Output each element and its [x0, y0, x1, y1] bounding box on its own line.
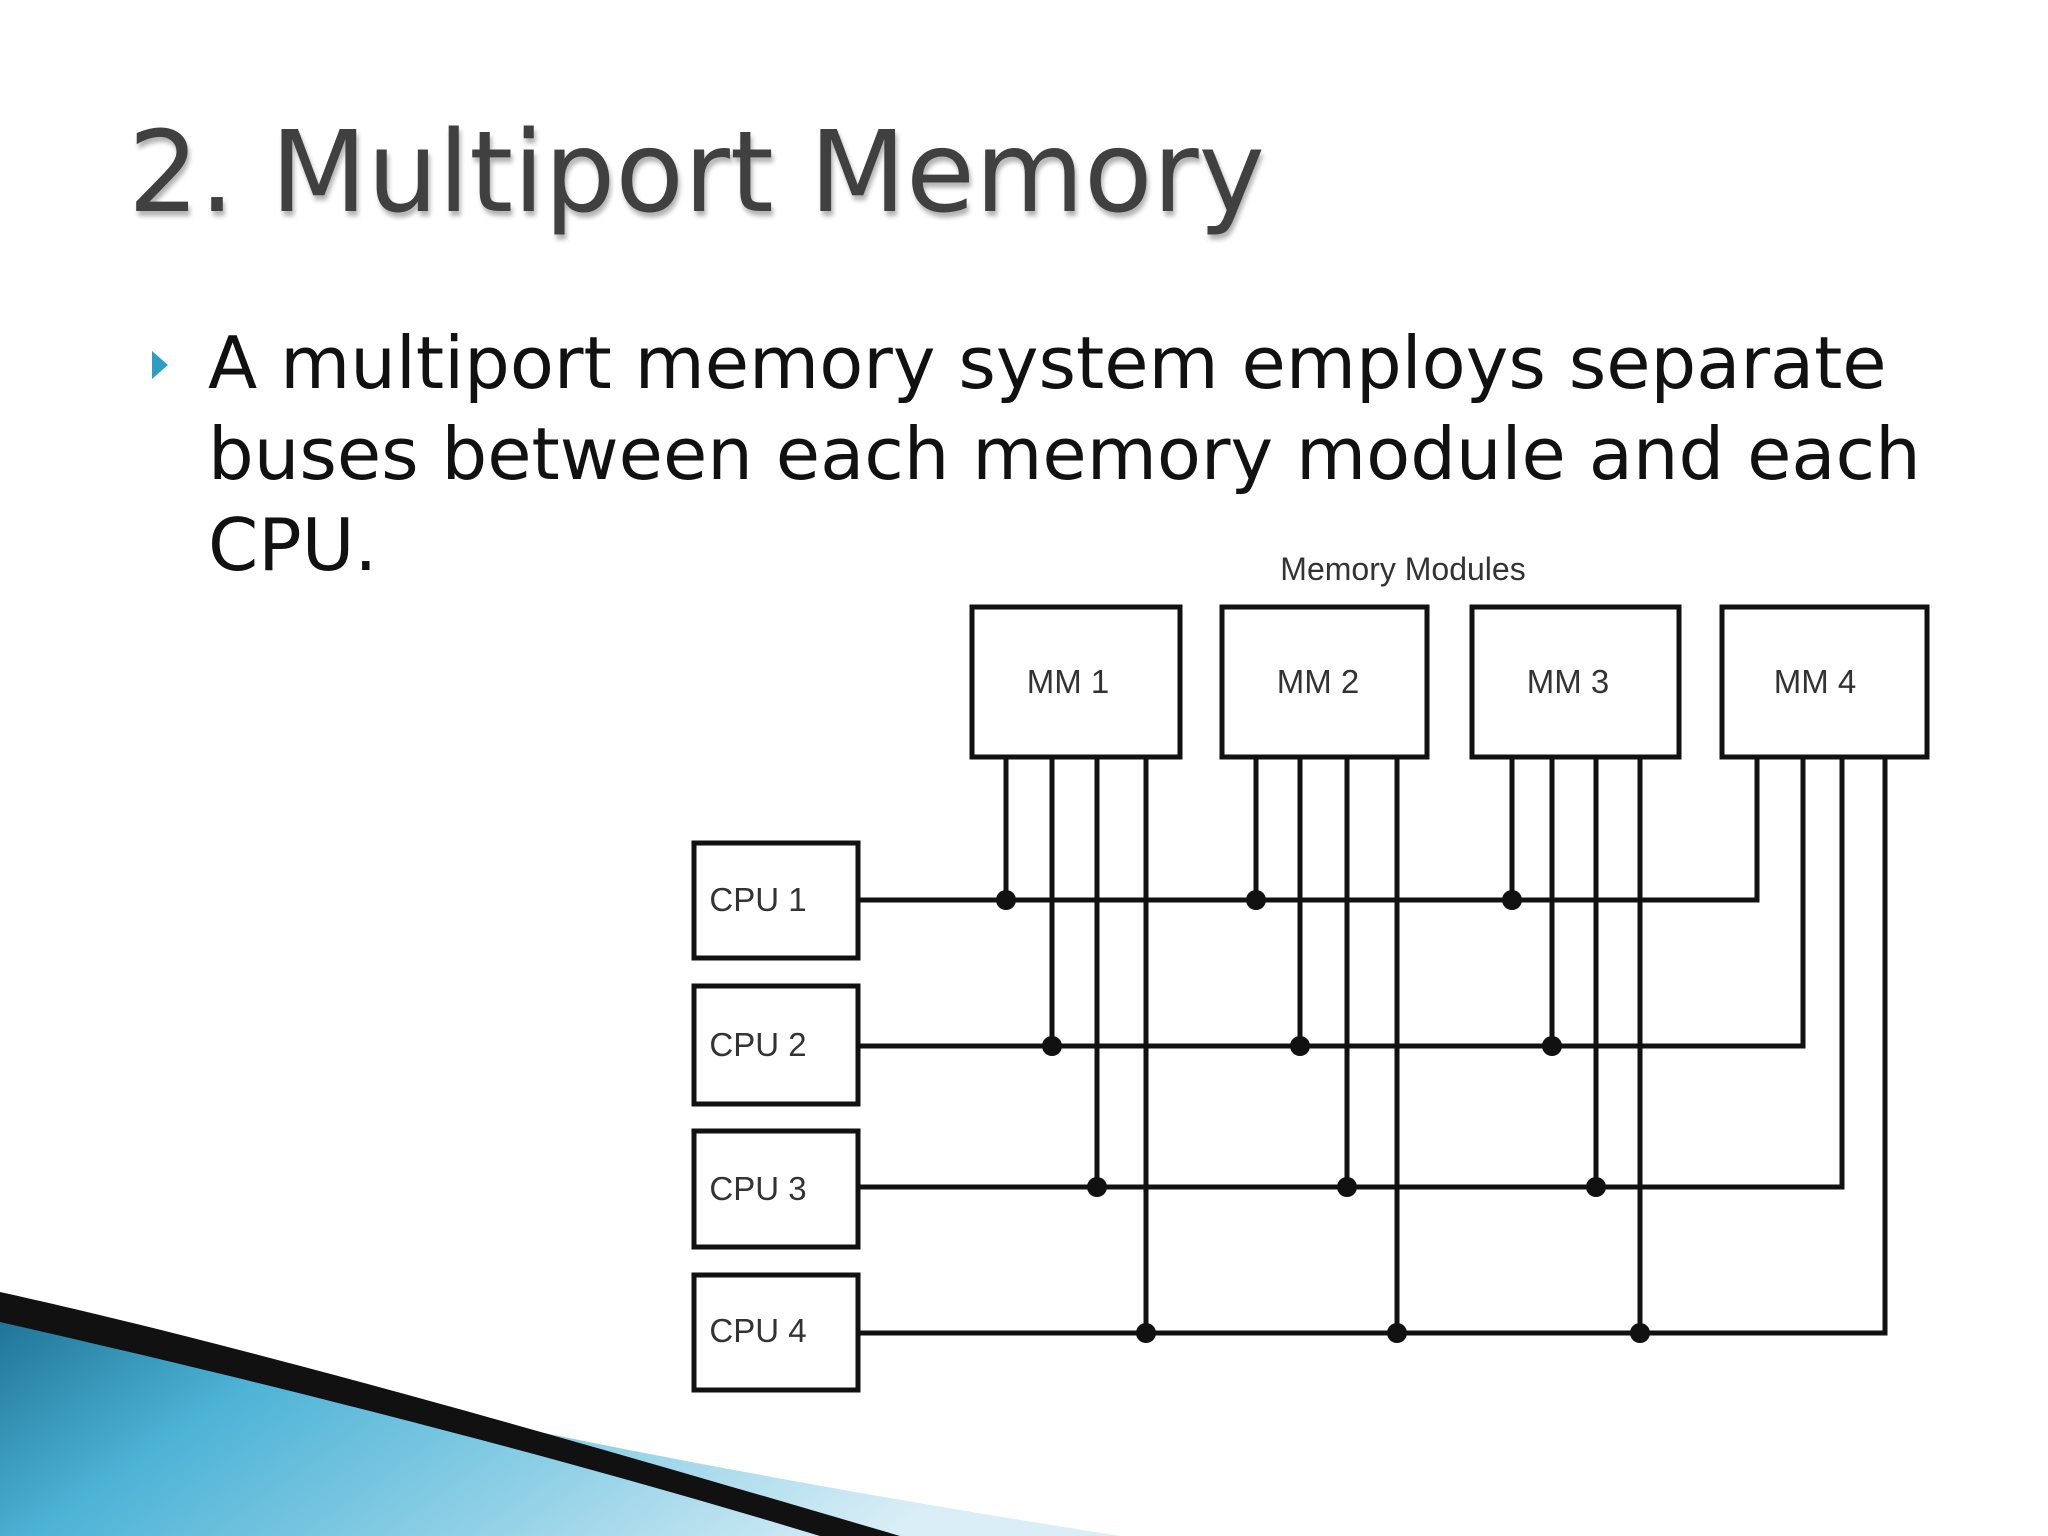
junction-dot	[1630, 1323, 1650, 1343]
junction-dot	[1387, 1323, 1407, 1343]
memory-module-label: MM 2	[1277, 663, 1360, 700]
bullet-list: A multiport memory system employs separa…	[140, 318, 1960, 591]
cpu-box	[691, 1128, 861, 1250]
cpu-box	[691, 1272, 861, 1393]
memory-module-box	[969, 604, 1183, 760]
junction-dot	[1136, 1323, 1156, 1343]
cpu-label: CPU 3	[709, 1170, 806, 1207]
junction-dot	[1290, 1036, 1310, 1056]
bus-junctions	[996, 890, 1650, 1343]
junction-dot	[1246, 890, 1266, 910]
memory-module-boxes	[969, 604, 1930, 760]
memory-module-label: MM 4	[1774, 663, 1857, 700]
bullet-item: A multiport memory system employs separa…	[140, 318, 1960, 591]
memory-modules-caption: Memory Modules	[1280, 551, 1525, 587]
memory-module-label: MM 3	[1527, 663, 1610, 700]
junction-dot	[1087, 1177, 1107, 1197]
junction-dot	[1042, 1036, 1062, 1056]
memory-module-box	[1469, 604, 1682, 760]
cpu-boxes	[691, 840, 861, 1393]
corner-swoosh-decoration	[0, 1292, 1120, 1536]
junction-dot	[1502, 890, 1522, 910]
memory-bus-lines	[855, 754, 1888, 1336]
junction-dot	[1586, 1177, 1606, 1197]
slide-title: 2. Multiport Memory	[128, 108, 1265, 238]
cpu-label: CPU 1	[709, 881, 806, 918]
swoosh-teal-band	[0, 1300, 1120, 1536]
junction-dot	[996, 890, 1016, 910]
memory-module-box	[1219, 604, 1430, 760]
bullet-text: A multiport memory system employs separa…	[208, 321, 1921, 587]
memory-module-box	[1719, 604, 1930, 760]
swoosh-dark-band	[0, 1292, 900, 1536]
cpu-box	[691, 840, 861, 961]
cpu-box	[691, 983, 861, 1107]
memory-module-label: MM 1	[1027, 663, 1110, 700]
junction-dot	[1337, 1177, 1357, 1197]
cpu-label: CPU 2	[709, 1026, 806, 1063]
triangle-bullet-icon	[152, 351, 168, 379]
cpu-label: CPU 4	[709, 1312, 806, 1349]
junction-dot	[1542, 1036, 1562, 1056]
